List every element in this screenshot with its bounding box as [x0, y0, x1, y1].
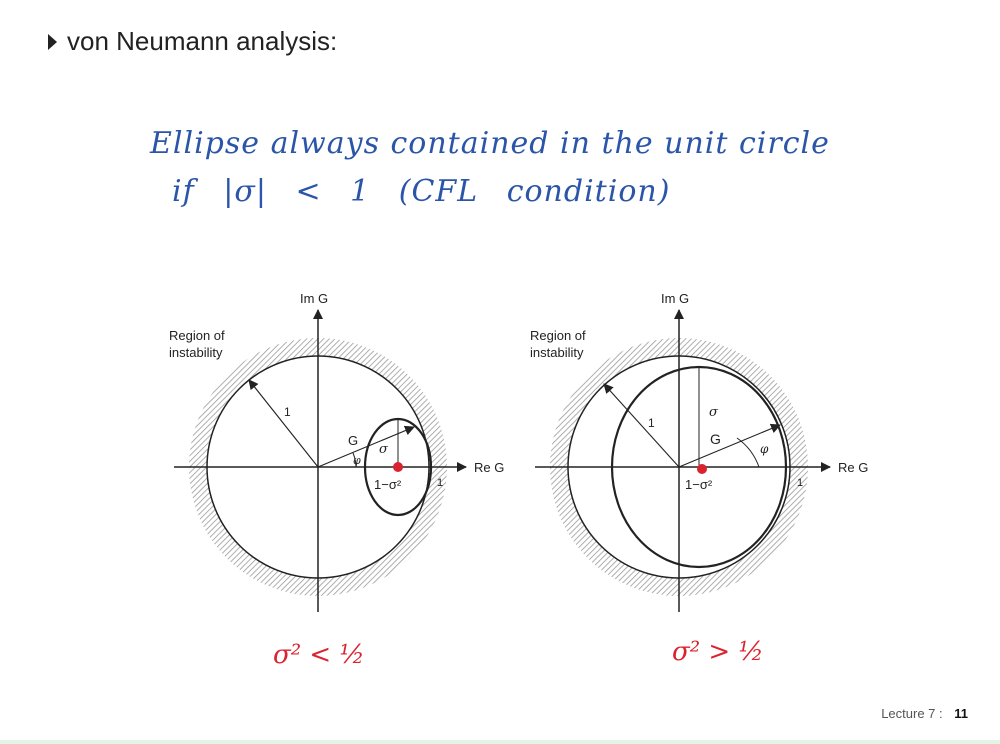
- sigma-label: σ: [709, 405, 719, 420]
- radius-label: 1: [284, 405, 291, 419]
- radius-arrow: [603, 383, 680, 468]
- footer-label: Lecture 7 :: [881, 706, 943, 721]
- handwritten-note: Ellipse always contained in the unit cir…: [150, 120, 830, 216]
- phi-label: φ: [760, 442, 769, 456]
- re-axis-label: Re G: [474, 460, 504, 475]
- phi-label: φ: [353, 454, 361, 467]
- ellipse-center-dot: [393, 462, 403, 472]
- hand-caption: σ² < ½: [273, 640, 365, 670]
- bullet-text: von Neumann analysis:: [67, 26, 338, 56]
- g-vector: [678, 423, 781, 468]
- slide-footer: Lecture 7 : 11: [881, 706, 968, 721]
- phi-arc: [352, 452, 357, 468]
- bullet-item: von Neumann analysis:: [48, 26, 337, 57]
- g-label: G: [348, 433, 358, 448]
- sigma-label: σ: [379, 442, 389, 457]
- page-number: 11: [954, 706, 968, 721]
- region-label-line-1: Region of: [169, 328, 225, 343]
- phi-arc: [736, 437, 760, 468]
- im-axis-label: Im G: [300, 291, 328, 306]
- im-axis-label: Im G: [661, 291, 689, 306]
- unit-label: 1: [437, 477, 443, 489]
- bottom-bar: [0, 740, 1000, 744]
- g-label: G: [710, 431, 721, 447]
- unit-label: 1: [797, 477, 803, 489]
- diagram-left: Im G Re G Region of instability 1 G σ φ …: [169, 291, 504, 670]
- radius-label: 1: [648, 416, 655, 430]
- region-label-line-2: instability: [169, 345, 223, 360]
- ellipse-center-dot: [697, 464, 707, 474]
- handwritten-note-line-1: Ellipse always contained in the unit cir…: [150, 126, 830, 161]
- re-axis-label: Re G: [838, 460, 868, 475]
- bullet-triangle-icon: [48, 33, 57, 50]
- diagram-right: Im G Re G Region of instability 1 G σ φ …: [530, 291, 868, 667]
- region-label-line-2: instability: [530, 345, 584, 360]
- radius-arrow: [248, 379, 319, 468]
- hand-caption: σ² > ½: [672, 637, 764, 667]
- region-label-line-1: Region of: [530, 328, 586, 343]
- center-label: 1−σ²: [685, 477, 713, 492]
- handwritten-note-line-2: if |σ| < 1 (CFL condition): [172, 174, 671, 209]
- center-label: 1−σ²: [374, 477, 402, 492]
